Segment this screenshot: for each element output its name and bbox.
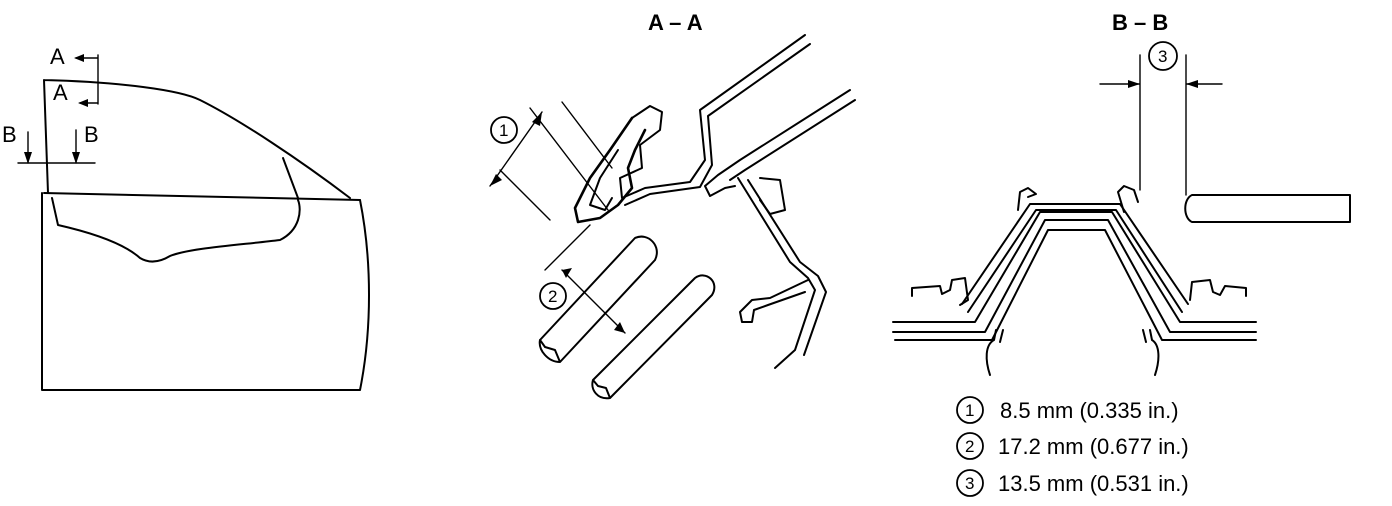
legend-text-2: 17.2 mm (0.677 in.) [998,434,1189,459]
aa-glass-2 [591,274,716,400]
section-a-label-bottom: A [53,80,68,105]
door-belt-line [43,192,361,201]
door-glass-line [282,157,299,199]
aa-roof-line-inner [729,99,856,181]
aa-pillar-clip [759,177,786,215]
section-a-cutline [75,54,99,105]
aa-marker-2 [539,282,567,310]
aa-pillar [737,177,827,369]
bb-profile-line-2 [892,219,1257,333]
aa-dim1-arrow-b [490,174,502,186]
door-body [41,192,370,391]
aa-marker-1 [490,116,518,144]
section-b-label-left: B [2,122,17,147]
bb-flange-right [1189,279,1247,301]
section-b-arrow-left [24,152,32,164]
aa-dim2-arrow-b [614,322,625,333]
bb-glass [1184,194,1351,223]
legend-item-3: 3 13.5 mm (0.531 in.) [956,469,1189,497]
section-bb: B – B 3 [892,10,1351,376]
bb-dim3-arrow-left [1128,80,1140,88]
dimension-legend: 1 8.5 mm (0.335 in.) 2 17.2 mm (0.677 in… [956,396,1189,497]
door-window-frame [43,79,351,199]
section-aa: A – A 1 2 [489,10,856,400]
bb-dim3-lines [1099,54,1223,196]
aa-weatherstrip-inner [589,149,619,211]
aa-dim1-arrow-a [532,112,542,126]
bb-profile-inner-2 [967,209,1183,313]
bb-profile-inner [961,203,1189,305]
aa-dim1-lines [489,101,613,221]
bb-dim3-arrow-right [1186,80,1198,88]
bb-hook-left [1017,187,1037,211]
aa-dim2-lines [544,224,626,334]
legend-marker-1-label: 1 [965,401,974,420]
door-view: A A B B [2,44,370,391]
section-b-label-right: B [84,122,99,147]
bb-profile-line-3 [894,229,1257,341]
bb-leg-left [985,329,1004,376]
section-a-arrow-top [74,54,84,62]
legend-item-2: 2 17.2 mm (0.677 in.) [956,432,1189,460]
aa-lower-hook [739,279,809,323]
legend-marker-2 [956,432,984,460]
legend-marker-1 [956,396,984,424]
aa-roof-line [704,89,851,197]
aa-weatherstrip [573,116,647,224]
bb-leg-right [1142,329,1160,376]
section-bb-title: B – B [1112,10,1168,35]
section-a-label-top: A [50,44,65,69]
aa-dim2-arrow-a [562,268,572,278]
aa-panel-inner [624,43,811,206]
bb-marker-3 [1148,41,1178,71]
legend-marker-3 [956,469,984,497]
aa-glass-1 [538,235,658,363]
bb-flange-left [911,277,969,306]
section-aa-title: A – A [648,10,703,35]
section-a-arrow-bottom [78,99,88,107]
aa-panel-outer [619,34,806,199]
legend-marker-3-label: 3 [965,474,974,493]
bb-hook-right [1117,185,1139,213]
legend-text-1: 8.5 mm (0.335 in.) [1000,398,1179,423]
aa-marker-2-label: 2 [548,287,557,306]
bb-profile-outer [892,211,1257,323]
legend-text-3: 13.5 mm (0.531 in.) [998,471,1189,496]
section-b-arrow-right [72,152,80,164]
bb-marker-3-label: 3 [1158,47,1167,66]
legend-marker-2-label: 2 [965,437,974,456]
legend-item-1: 1 8.5 mm (0.335 in.) [956,396,1179,424]
door-inner-trim [51,197,301,263]
aa-marker-1-label: 1 [499,121,508,140]
